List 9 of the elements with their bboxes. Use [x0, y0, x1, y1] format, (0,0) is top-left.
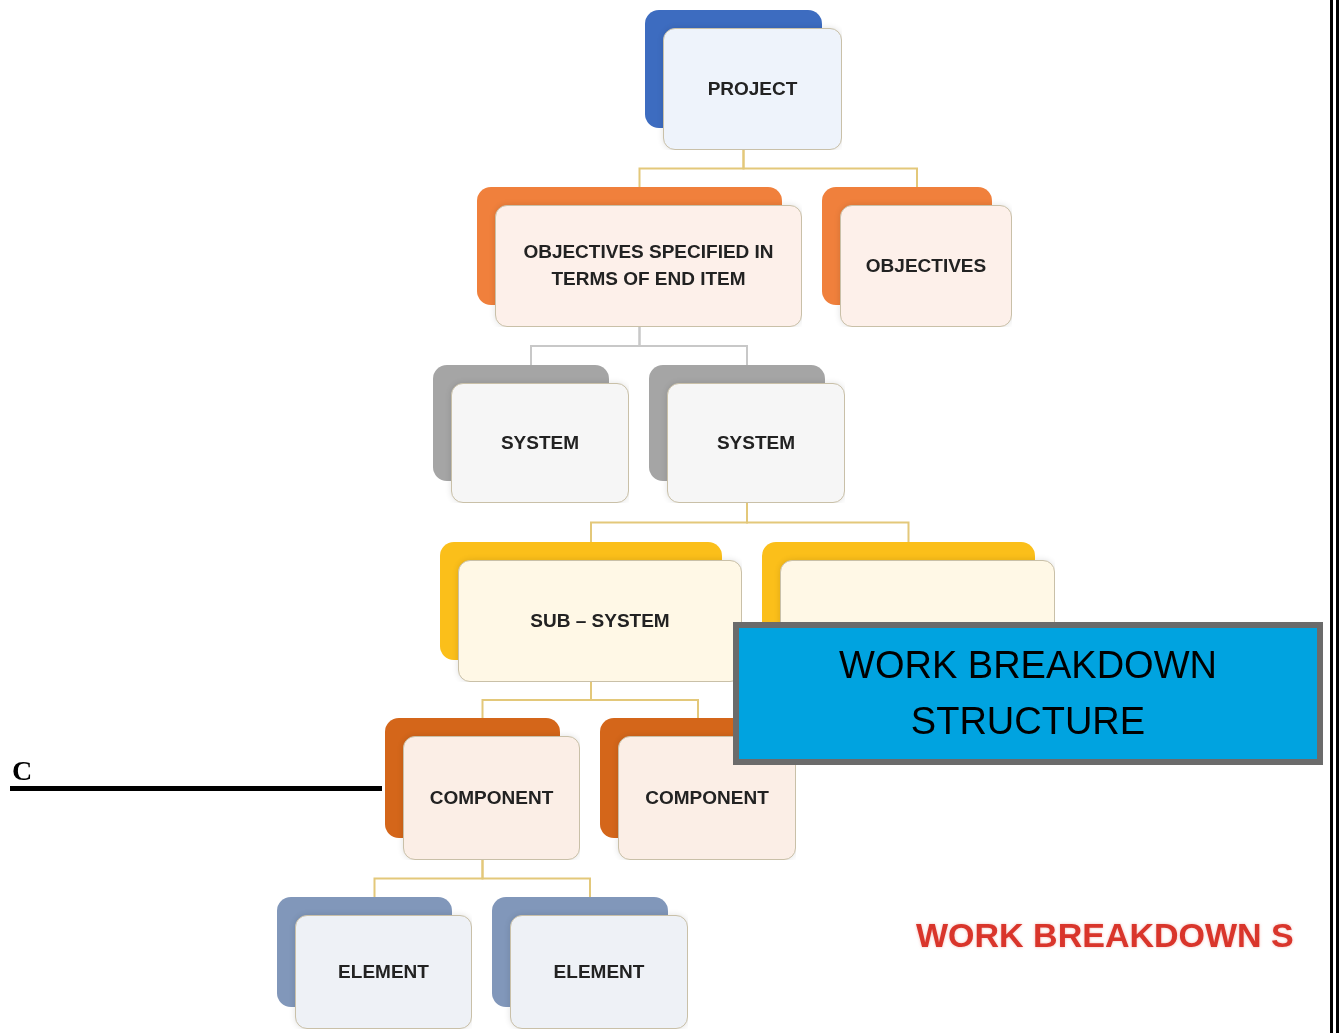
letter-label: C: [12, 757, 33, 785]
connector-line: [742, 149, 918, 188]
connector-line: [590, 681, 699, 719]
connector-line: [638, 326, 748, 366]
box: [762, 542, 1055, 622]
heading-text: WORK BREAKDOWN S: [916, 918, 1294, 952]
title-banner: WORK BREAKDOWN STRUCTURE: [733, 622, 1323, 765]
connector-line: [746, 502, 910, 543]
connector-line: [481, 859, 591, 898]
